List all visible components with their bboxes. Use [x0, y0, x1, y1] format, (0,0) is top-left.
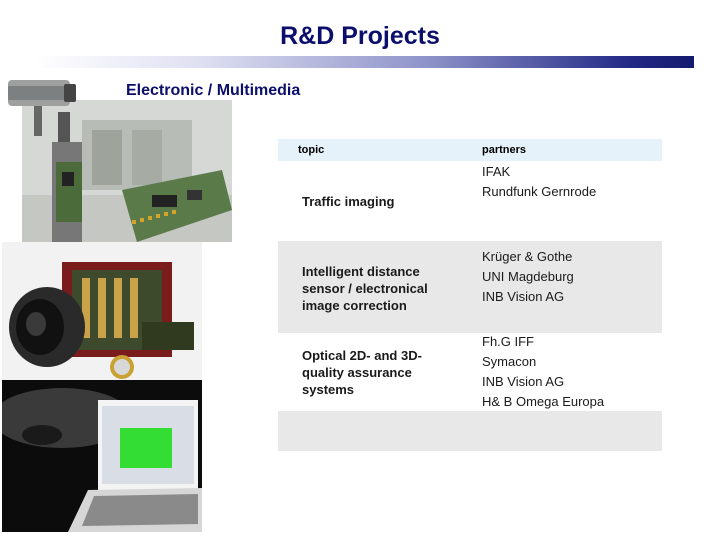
table-row: Traffic imaging IFAK Rundfunk Gernrode: [278, 161, 662, 241]
table-header-row: topic partners: [278, 139, 662, 161]
partner-name: Fh.G IFF: [482, 334, 534, 349]
surveillance-camera-photo: [4, 72, 82, 242]
row-topic: Traffic imaging: [302, 194, 395, 209]
table-row: Optical 2D- and 3D-quality assurance sys…: [278, 333, 662, 411]
projects-table: topic partners Traffic imaging IFAK Rund…: [278, 139, 662, 451]
header-topic: topic: [298, 144, 325, 156]
partner-name: Krüger & Gothe: [482, 249, 573, 264]
partner-name: Symacon: [482, 354, 537, 369]
partner-name: IFAK: [482, 164, 511, 179]
row-topic: Intelligent distance sensor / electronic…: [302, 264, 428, 313]
row-partners: Krüger & Gothe UNI Magdeburg INB Vision …: [482, 247, 574, 307]
slide-subtitle: Electronic / Multimedia: [126, 82, 301, 99]
table-row: Intelligent distance sensor / electronic…: [278, 241, 662, 333]
partner-name: Rundfunk Gernrode: [482, 184, 597, 199]
lab-equipment-photo: [22, 100, 232, 242]
row-partners: Fh.G IFF Symacon INB Vision AG H& B Omeg…: [482, 332, 604, 412]
title-gradient-bar: [34, 56, 694, 68]
slide-title: R&D Projects: [280, 22, 440, 50]
table-row-empty: [278, 411, 662, 451]
laptop-inspection-photo: [2, 380, 202, 532]
distance-sensor-photo: [2, 242, 202, 382]
partner-name: H& B Omega Europa: [482, 394, 605, 409]
partner-name: INB Vision AG: [482, 374, 565, 389]
header-partners: partners: [482, 144, 527, 156]
row-partners: IFAK Rundfunk Gernrode: [482, 162, 596, 202]
partner-name: INB Vision AG: [482, 289, 565, 304]
partner-name: UNI Magdeburg: [482, 269, 574, 284]
row-topic: Optical 2D- and 3D-quality assurance sys…: [302, 348, 422, 397]
